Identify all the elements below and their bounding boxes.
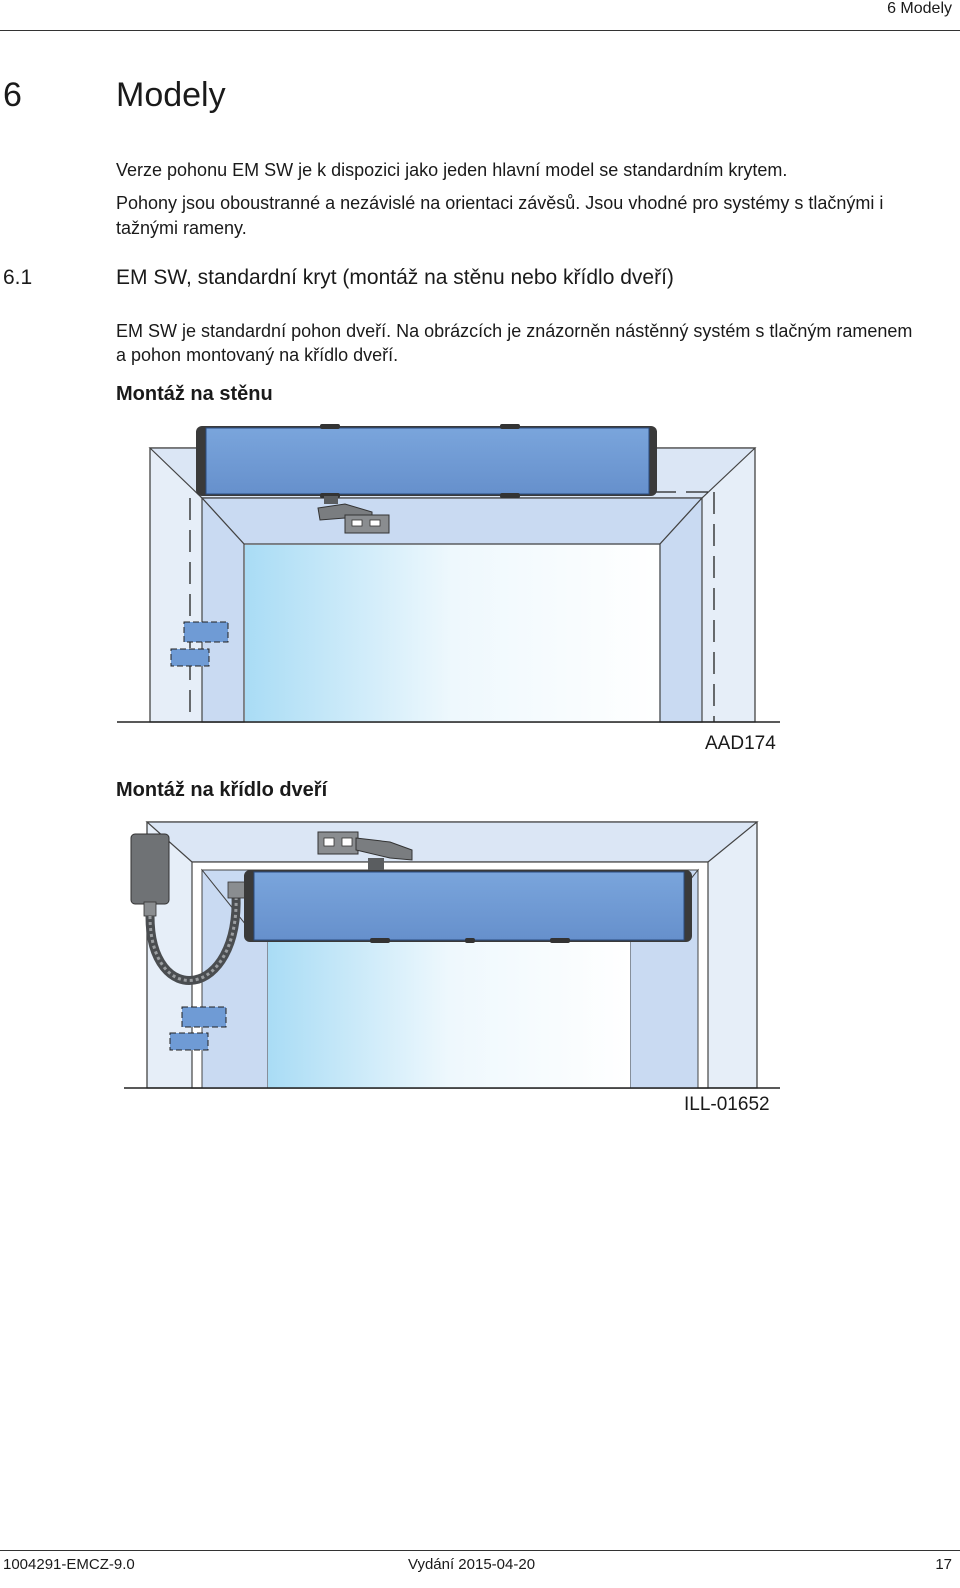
section-title: EM SW, standardní kryt (montáž na stěnu … (116, 266, 674, 289)
footer-divider (0, 1550, 960, 1551)
section-line-1: EM SW je standardní pohon dveří. Na obrá… (116, 321, 913, 341)
figure1-heading: Montáž na stěnu (116, 383, 273, 405)
section-number: 6.1 (3, 266, 33, 289)
chapter-title: Modely (116, 76, 226, 114)
intro-line-1: Verze pohonu EM SW je k dispozici jako j… (116, 160, 788, 180)
figure1-code: AAD174 (705, 733, 776, 754)
junction-box (130, 833, 170, 905)
chapter-number: 6 (3, 76, 22, 114)
hinge-upper (183, 621, 229, 643)
figure1-illustration (117, 424, 780, 723)
footer-doc-id: 1004291-EMCZ-9.0 (3, 1556, 135, 1573)
intro-line-3: tažnými rameny. (116, 218, 247, 238)
footer-page-number: 17 (935, 1556, 952, 1573)
figure2-illustration (124, 821, 780, 1089)
push-arm (317, 496, 390, 534)
figure2-heading: Montáž na křídlo dveří (116, 779, 328, 801)
section-line-2: a pohon montovaný na křídlo dveří. (116, 345, 399, 365)
door-leaf-glass (268, 932, 630, 1088)
intro-line-2: Pohony jsou oboustranné a nezávislé na o… (116, 193, 884, 213)
arm-bracket (317, 831, 413, 870)
header-divider (0, 30, 960, 31)
door-opening (245, 545, 659, 722)
figure2-code: ILL-01652 (684, 1094, 770, 1115)
hinge-upper-2 (181, 1006, 227, 1028)
footer-issue: Vydání 2015-04-20 (408, 1556, 536, 1573)
hinge-lower-2 (169, 1032, 209, 1051)
running-header: 6 Modely (887, 0, 952, 17)
hinge-lower (170, 648, 210, 667)
